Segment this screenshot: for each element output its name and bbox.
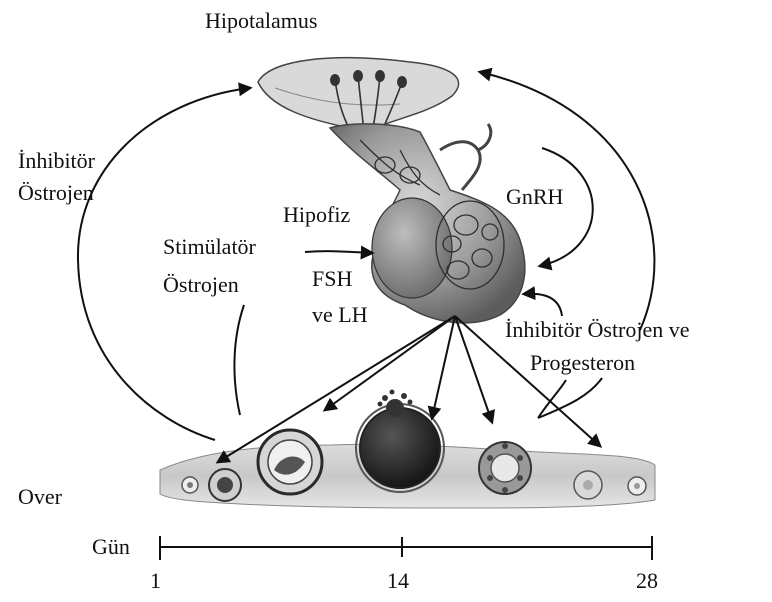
pituitary-illustration (330, 124, 525, 323)
arrow-stimulator-estrogen (305, 251, 372, 253)
day-tick-label-1: 1 (150, 566, 161, 596)
arrow-inhibitor-estrogen-left (78, 88, 250, 440)
stimulator-estrogen-line1: Stimülatör (163, 232, 256, 262)
arrow-inhibitor-to-pituitary (524, 294, 562, 316)
stimulator-estrogen-line2: Östrojen (163, 270, 239, 300)
stimulator-estrogen-line (234, 305, 244, 415)
inhibitor-estrogen-progesterone-line2: Progesteron (530, 348, 635, 378)
day-tick-label-14: 14 (387, 566, 409, 596)
inhibitor-estrogen-left-line1: İnhibitör (18, 146, 95, 176)
day-axis-label: Gün (92, 532, 130, 562)
arrow-fsh-lh-2 (325, 316, 455, 410)
ovary-illustration (160, 390, 655, 509)
ovary-label: Over (18, 482, 62, 512)
pituitary-label: Hipofiz (283, 200, 350, 230)
fsh-label: FSH (312, 264, 352, 294)
hypothalamus-label: Hipotalamus (205, 6, 317, 36)
gnrh-label: GnRH (506, 182, 563, 212)
day-axis (160, 536, 652, 560)
inhibitor-estrogen-progesterone-line1: İnhibitör Östrojen ve (505, 315, 690, 345)
inhibitor-estrogen-left-line2: Östrojen (18, 178, 94, 208)
lh-label: ve LH (312, 300, 368, 330)
day-tick-label-28: 28 (636, 566, 658, 596)
